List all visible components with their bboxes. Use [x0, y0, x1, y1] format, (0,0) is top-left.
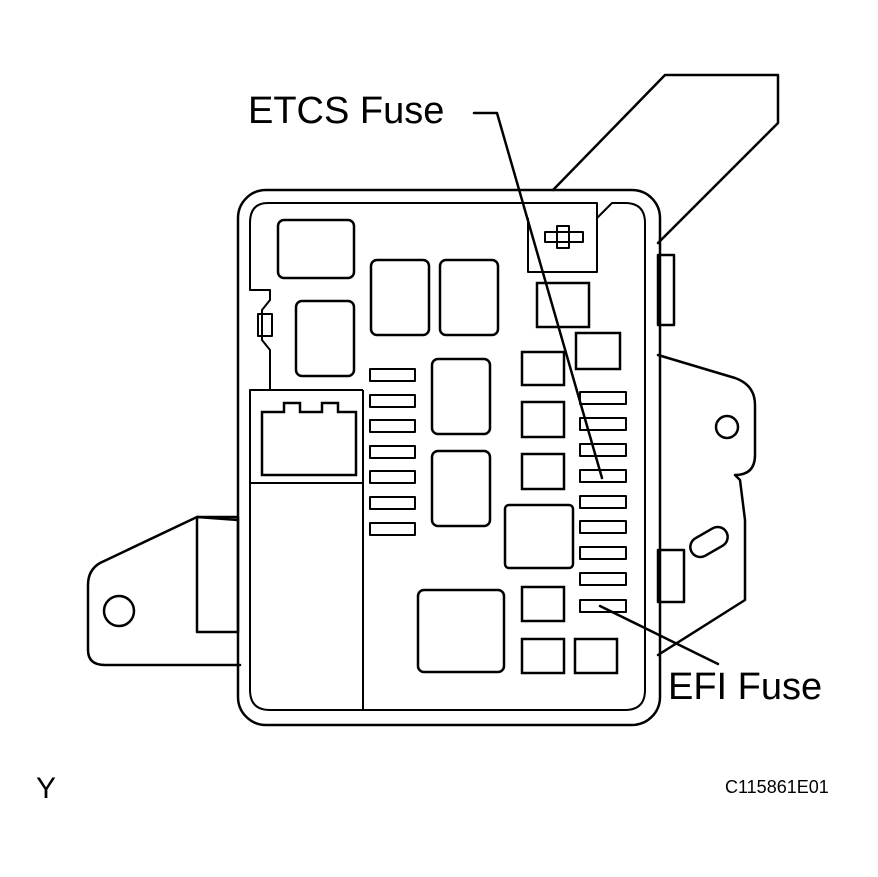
- left-bracket: [86, 515, 242, 667]
- right-bracket: [656, 253, 757, 657]
- relay-blocks: [260, 218, 575, 674]
- fuse: [579, 391, 627, 405]
- relay: [430, 357, 492, 436]
- top-bracket: [551, 73, 780, 245]
- fuse-column-left: [369, 368, 416, 536]
- small-block: [573, 637, 619, 675]
- view-letter: Y: [36, 772, 57, 805]
- small-block: [520, 350, 566, 387]
- etcs-fuse-leader: [472, 111, 604, 480]
- connector: [260, 401, 358, 477]
- figure-code: C115861E01: [725, 777, 829, 797]
- fuse: [369, 470, 416, 484]
- fuse: [369, 368, 416, 382]
- fuse: [579, 546, 627, 560]
- small-block: [520, 637, 566, 675]
- mounting-hole-right: [714, 414, 740, 440]
- relay: [416, 588, 506, 674]
- small-block: [574, 331, 622, 371]
- efi-fuse-label: EFI Fuse: [668, 666, 823, 708]
- side-tab-left: [195, 515, 240, 634]
- relay: [294, 299, 356, 378]
- fuse: [579, 495, 627, 509]
- small-block: [535, 281, 591, 329]
- fuse: [579, 572, 627, 586]
- etcs-fuse-label: ETCS Fuse: [248, 90, 445, 132]
- fuse: [579, 417, 627, 431]
- connector-notch: [527, 218, 598, 273]
- fuse: [369, 496, 416, 510]
- housing-inner: [249, 202, 646, 711]
- relay: [430, 449, 492, 528]
- small-blocks: [520, 281, 622, 675]
- fuse-box-housing: [236, 188, 662, 727]
- small-block: [520, 452, 566, 491]
- fuse: [369, 394, 416, 408]
- efi-fuse-leader: [598, 604, 720, 666]
- etcs-fuse: [579, 469, 627, 483]
- small-block: [520, 585, 566, 623]
- relay: [276, 218, 356, 280]
- fuse: [369, 445, 416, 459]
- housing-outer: [236, 188, 662, 727]
- fuse: [579, 443, 627, 457]
- fuse: [369, 522, 416, 536]
- mounting-slot-right: [689, 525, 729, 559]
- notch-clip-bar: [544, 231, 584, 243]
- fuse: [579, 520, 627, 534]
- efi-fuse: [579, 599, 627, 613]
- mounting-hole-left: [102, 594, 136, 628]
- side-clip: [257, 313, 273, 337]
- relay: [438, 258, 500, 337]
- side-tab-right-lower: [656, 548, 686, 604]
- small-block: [520, 400, 566, 439]
- side-tab-right-upper: [656, 253, 676, 327]
- notch-clip-post: [556, 225, 570, 249]
- relay: [369, 258, 431, 337]
- relay: [503, 503, 575, 570]
- fuse: [369, 419, 416, 433]
